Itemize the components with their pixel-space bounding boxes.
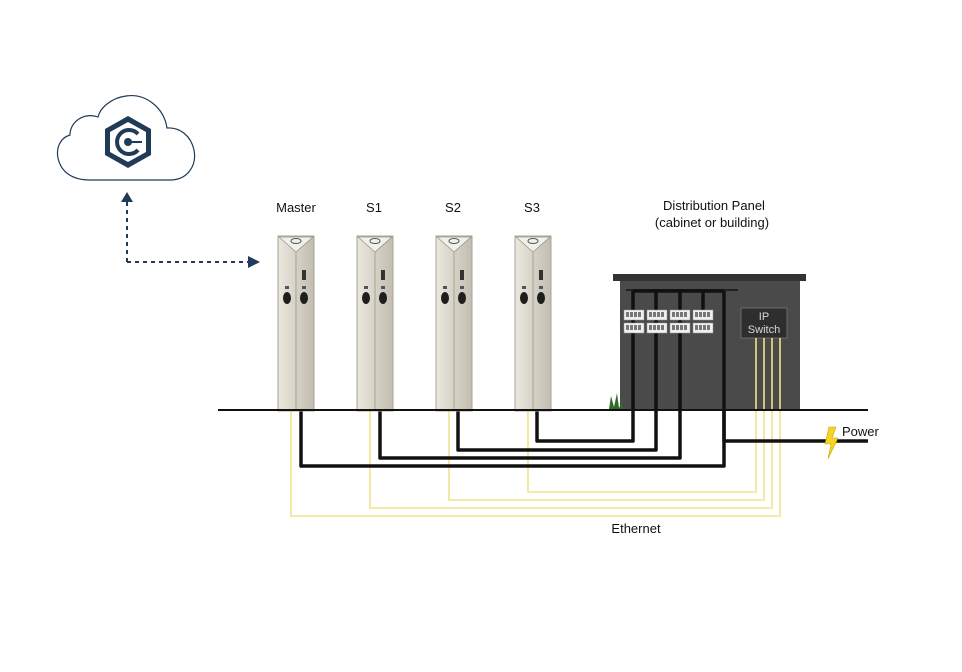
ethernet-label: Ethernet <box>611 521 661 536</box>
s2-label: S2 <box>445 200 461 215</box>
master-charger <box>277 235 315 412</box>
distribution-cabinet <box>613 274 806 410</box>
lightning-bolt-icon <box>824 426 839 460</box>
ip-switch-label-line1: IP <box>759 311 769 323</box>
s3-charger <box>514 235 552 412</box>
ip-switch-label-line2: Switch <box>748 324 780 336</box>
master-label: Master <box>276 200 316 215</box>
panel-label-line2: (cabinet or building) <box>655 215 769 230</box>
ip-switch: IP Switch <box>740 307 788 339</box>
s1-label: S1 <box>366 200 382 215</box>
s3-label: S3 <box>524 200 540 215</box>
hexagon-plug-logo-icon <box>105 116 151 168</box>
s1-charger <box>356 235 394 412</box>
s2-charger <box>435 235 473 412</box>
cloud-connection-arrow <box>121 192 260 268</box>
panel-label-line1: Distribution Panel <box>663 198 765 213</box>
grass-tuft-icon <box>609 393 623 409</box>
power-label: Power <box>842 424 880 439</box>
